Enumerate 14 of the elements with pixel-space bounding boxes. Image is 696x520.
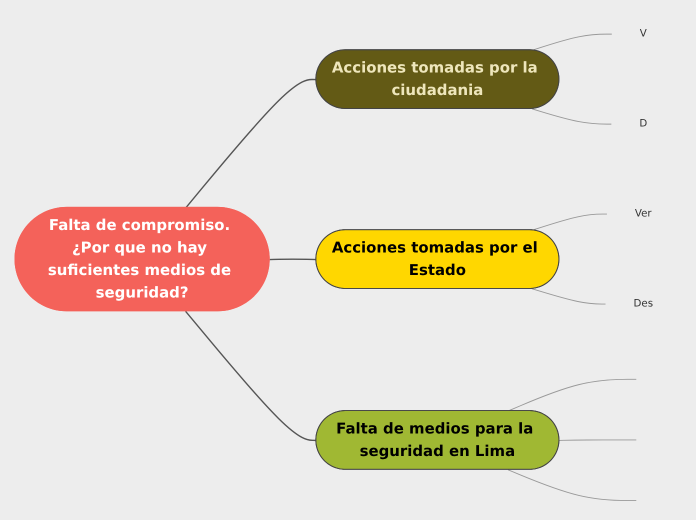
connector [270,258,316,260]
node-text: D [639,117,648,130]
node-text: V [640,27,647,40]
connector [532,34,612,51]
node-text: Des [634,297,654,310]
connector [532,214,608,231]
connector [508,378,637,412]
connector [185,78,316,208]
connector [532,288,606,305]
connector [508,469,637,502]
connector [532,108,612,125]
connector [185,310,316,442]
connector [558,439,637,441]
node-text: Ver [634,207,652,220]
